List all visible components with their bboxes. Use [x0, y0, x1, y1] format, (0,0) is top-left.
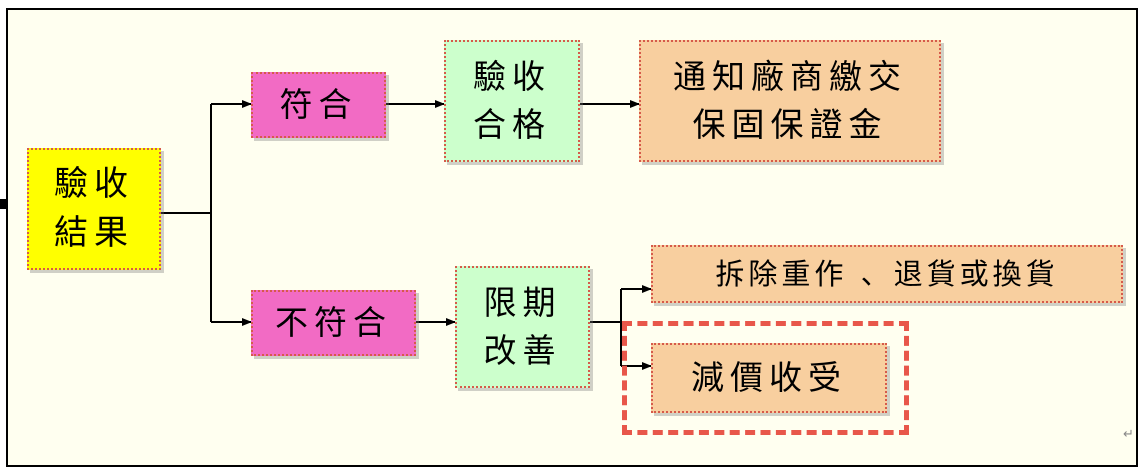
- node-deadline-improve-label: 限期 改善: [483, 283, 562, 370]
- node-inspection-result-label: 驗收 結果: [54, 163, 134, 253]
- node-deadline-improve: 限期 改善: [455, 266, 590, 388]
- node-notify-vendor-label: 通知廠商繳交 保固保證金: [673, 57, 907, 144]
- node-notify-vendor: 通知廠商繳交 保固保證金: [639, 40, 941, 162]
- node-redo-return-label: 拆除重作 、退貨或換貨: [715, 256, 1059, 291]
- left-edge-mark: [0, 199, 7, 209]
- node-fail-label: 不符合: [275, 303, 392, 343]
- node-accepted: 驗收 合格: [444, 40, 580, 162]
- node-pass: 符合: [251, 72, 386, 138]
- node-discount-accept-label: 減價收受: [691, 358, 847, 398]
- paragraph-mark-icon: ↵: [1123, 427, 1134, 442]
- node-pass-label: 符合: [279, 85, 358, 125]
- node-inspection-result: 驗收 結果: [27, 148, 161, 270]
- highlight-dashed-frame: [622, 321, 909, 435]
- node-accepted-label: 驗收 合格: [473, 57, 551, 144]
- node-discount-accept: 減價收受: [651, 343, 887, 413]
- node-redo-return: 拆除重作 、退貨或換貨: [651, 245, 1123, 303]
- node-fail: 不符合: [251, 290, 416, 356]
